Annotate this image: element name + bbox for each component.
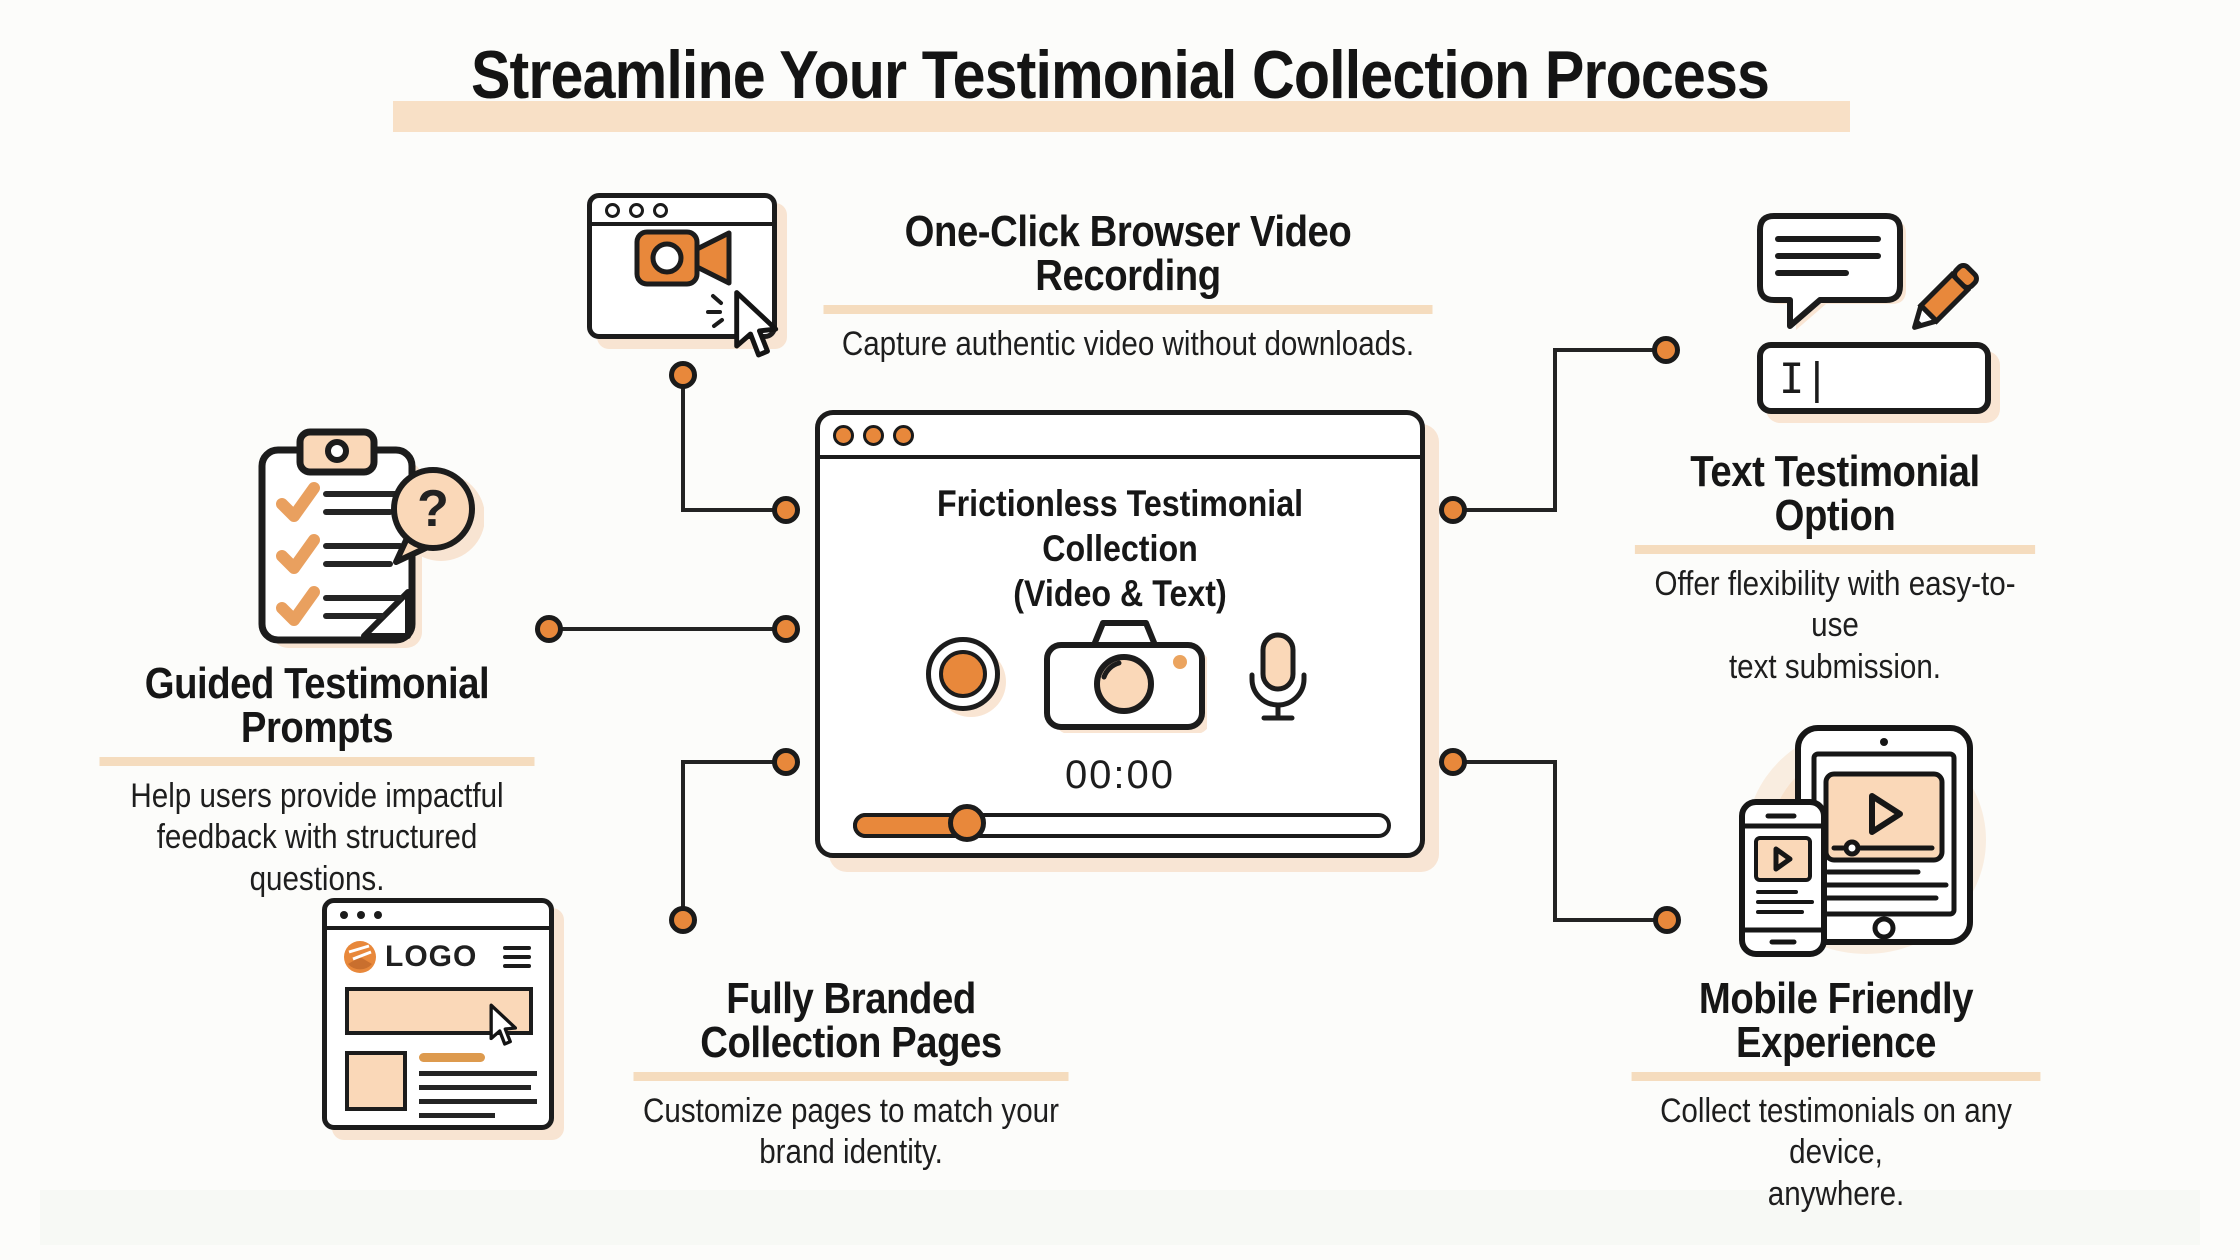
connector-dot xyxy=(772,748,800,776)
feature-title: Fully Branded Collection Pages xyxy=(633,977,1069,1081)
window-dot-icon xyxy=(893,424,914,446)
cursor-icon xyxy=(734,290,779,358)
title-highlight-bar xyxy=(393,101,1850,132)
logo-row: LOGO xyxy=(341,937,531,977)
thumbnail-placeholder xyxy=(345,1051,407,1111)
feature-guided-prompts: Guided Testimonial Prompts Help users pr… xyxy=(99,662,535,900)
play-icon xyxy=(1869,793,1903,835)
logo-text: LOGO xyxy=(385,940,478,973)
connector-line xyxy=(1553,760,1557,920)
feature-text-option: Text Testimonial Option Offer flexibilit… xyxy=(1634,450,2036,688)
feature-mobile-friendly: Mobile Friendly Experience Collect testi… xyxy=(1631,977,2041,1215)
clipboard-checklist-icon xyxy=(258,428,422,648)
central-collection-window: Frictionless Testimonial Collection (Vid… xyxy=(815,410,1425,858)
text-line xyxy=(419,1113,495,1118)
desc-line: Offer flexibility with easy-to-use xyxy=(1654,565,2016,645)
record-dot-icon xyxy=(939,650,987,698)
connector-line xyxy=(1553,348,1666,352)
brand-logo-icon xyxy=(344,941,376,973)
window-dot-icon xyxy=(340,910,348,919)
desc-line: anywhere. xyxy=(1767,1174,1905,1213)
camera-icon[interactable] xyxy=(1042,615,1207,733)
window-dot-icon xyxy=(629,202,644,218)
pencil-icon xyxy=(1912,263,1979,330)
connector-dot xyxy=(1439,748,1467,776)
window-titlebar xyxy=(820,415,1420,459)
connector-dot xyxy=(772,496,800,524)
window-dot-icon xyxy=(653,202,668,218)
connector-dot xyxy=(772,615,800,643)
text-input-field[interactable]: I| xyxy=(1757,342,1991,414)
feature-title: Guided Testimonial Prompts xyxy=(99,662,535,766)
feature-branded-pages: Fully Branded Collection Pages Customize… xyxy=(633,977,1069,1174)
svg-text:?: ? xyxy=(417,480,449,538)
page-title: Streamline Your Testimonial Collection P… xyxy=(470,37,1770,113)
connector-dot xyxy=(669,906,697,934)
desc-line: Help users provide impactful xyxy=(130,777,504,815)
cursor-icon xyxy=(489,1003,518,1046)
feature-title: One-Click Browser Video Recording xyxy=(823,210,1433,314)
feature-description: Collect testimonials on any device, anyw… xyxy=(1632,1091,2041,1215)
connector-line xyxy=(1553,350,1557,512)
window-dot-icon xyxy=(833,424,854,446)
connector-line xyxy=(681,377,685,512)
feature-description: Help users provide impactful feedback wi… xyxy=(100,776,535,900)
central-heading-line1: Frictionless Testimonial Collection xyxy=(936,483,1304,570)
record-button[interactable] xyxy=(926,637,1000,711)
central-heading: Frictionless Testimonial Collection (Vid… xyxy=(866,481,1374,616)
connector-dot xyxy=(669,361,697,389)
connector-line xyxy=(1453,508,1556,512)
central-heading-line2: (Video & Text) xyxy=(1013,573,1227,615)
connector-dot xyxy=(1439,496,1467,524)
window-titlebar xyxy=(592,198,772,226)
click-sparks-icon xyxy=(706,294,724,328)
question-bubble-icon: ? xyxy=(391,467,484,565)
feature-title: Mobile Friendly Experience xyxy=(1631,977,2041,1081)
background-band xyxy=(40,1190,2200,1245)
mobile-devices-icon xyxy=(1739,725,1986,957)
connector-line xyxy=(1553,918,1667,922)
connector-dot xyxy=(1653,906,1681,934)
timer-readout: 00:00 xyxy=(1064,753,1176,797)
desc-line: brand identity. xyxy=(759,1133,943,1172)
feature-description: Offer flexibility with easy-to-use text … xyxy=(1635,564,2035,688)
speech-bubble-icon xyxy=(1757,213,1906,330)
feature-description: Capture authentic video without download… xyxy=(841,325,1415,363)
text-line xyxy=(419,1099,537,1104)
hamburger-menu-icon[interactable] xyxy=(503,946,531,968)
connector-dot xyxy=(1652,336,1680,364)
video-camera-icon xyxy=(634,229,732,287)
accent-bar xyxy=(419,1053,485,1062)
text-line xyxy=(419,1071,537,1076)
connector-line xyxy=(681,508,787,512)
window-dot-icon xyxy=(863,424,884,446)
connector-line xyxy=(681,760,685,922)
feature-video-recording: One-Click Browser Video Recording Captur… xyxy=(823,210,1433,365)
connector-line xyxy=(1453,760,1556,764)
window-dot-icon xyxy=(357,910,365,919)
play-icon xyxy=(1773,846,1793,872)
window-dot-icon xyxy=(374,910,382,919)
connector-line xyxy=(681,760,788,764)
connector-dot xyxy=(535,615,563,643)
feature-title: Text Testimonial Option xyxy=(1634,450,2036,554)
desc-line: feedback with structured questions. xyxy=(156,818,478,898)
branded-page-window-icon: LOGO xyxy=(322,898,554,1130)
connector-line xyxy=(549,627,787,631)
feature-description: Customize pages to match your brand iden… xyxy=(634,1091,1069,1174)
progress-handle[interactable] xyxy=(948,804,986,842)
input-caret-text: I| xyxy=(1779,353,1830,403)
microphone-icon[interactable] xyxy=(1246,631,1310,723)
window-titlebar xyxy=(327,903,549,930)
desc-line: Collect testimonials on any device, xyxy=(1660,1092,2012,1172)
window-dot-icon xyxy=(605,202,620,218)
desc-line: Customize pages to match your xyxy=(643,1092,1059,1130)
text-line xyxy=(419,1085,531,1090)
desc-line: text submission. xyxy=(1728,647,1942,686)
